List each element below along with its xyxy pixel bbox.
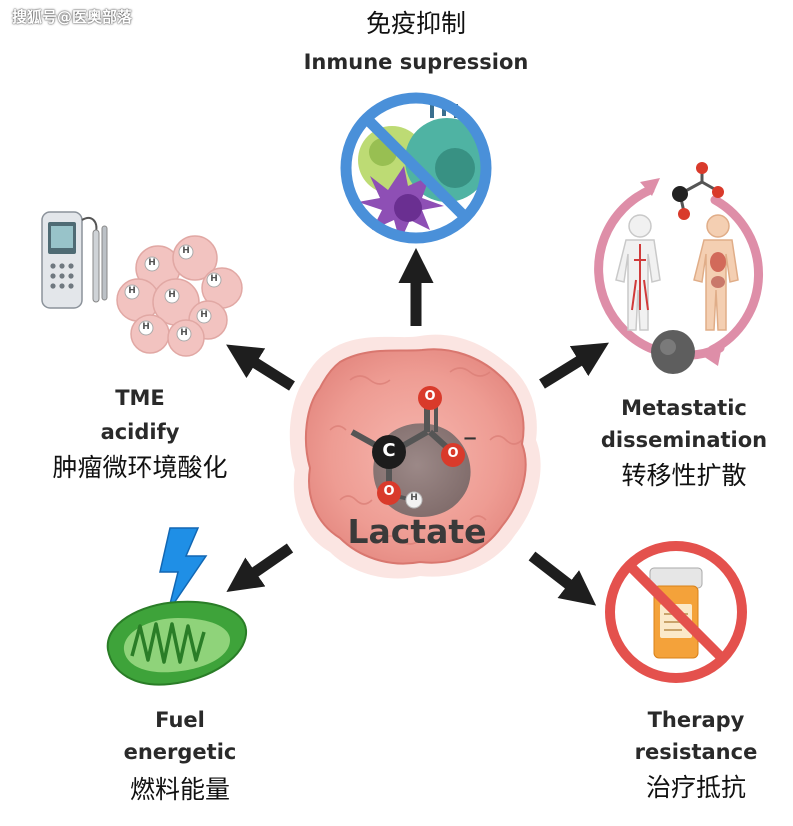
arrow-upper-left [226, 344, 295, 391]
fuel-label-en-1: Fuel [155, 708, 205, 732]
mitochondria-icon [106, 600, 248, 686]
metastatic-label-en-2: dissemination [600, 428, 768, 452]
ph-meter-icon [41, 211, 108, 309]
immune-label-en: Inmune supression [303, 50, 529, 74]
metastatic-cell-icon [651, 330, 695, 374]
fuel-label-zh: 燃料能量 [129, 775, 230, 804]
arrows [226, 247, 609, 606]
oxygen-atom-top [418, 386, 442, 410]
fuel-label-en-2: energetic [123, 740, 237, 764]
center-label: Lactate [347, 512, 487, 551]
prohibit-icon-red [605, 541, 747, 683]
hydrogen-ions [124, 244, 222, 342]
mini-lactate-icon [672, 162, 724, 220]
prohibit-icon [340, 92, 492, 244]
oxygen-atom-right [441, 443, 465, 467]
lactate-molecule-icon [350, 386, 465, 509]
tme-label-en-2: acidify [100, 420, 180, 444]
immune-label-zh: 免疫抑制 [365, 9, 466, 38]
arrow-lower-left [226, 543, 294, 593]
arrow-upper-right [539, 342, 609, 389]
tme-label-zh: 肿瘤微环境酸化 [52, 453, 228, 482]
therapy-label-zh: 治疗抵抗 [645, 773, 746, 802]
acidic-cells-icon [116, 235, 243, 357]
metastatic-label-en-1: Metastatic [621, 396, 747, 420]
lightning-icon [159, 527, 208, 613]
arrow-lower-right [528, 551, 597, 606]
carbon-atom [372, 435, 406, 469]
watermark: 搜狐号@医奥部落 [12, 8, 133, 26]
oxygen-atom-bottom [377, 481, 401, 505]
metastatic-label-zh: 转移性扩散 [621, 461, 747, 490]
therapy-label-en-1: Therapy [647, 708, 745, 732]
tme-label-en-1: TME [115, 386, 165, 410]
therapy-label-en-2: resistance [634, 740, 758, 764]
hydrogen-atom [405, 491, 423, 509]
human-body-icon [615, 214, 739, 331]
